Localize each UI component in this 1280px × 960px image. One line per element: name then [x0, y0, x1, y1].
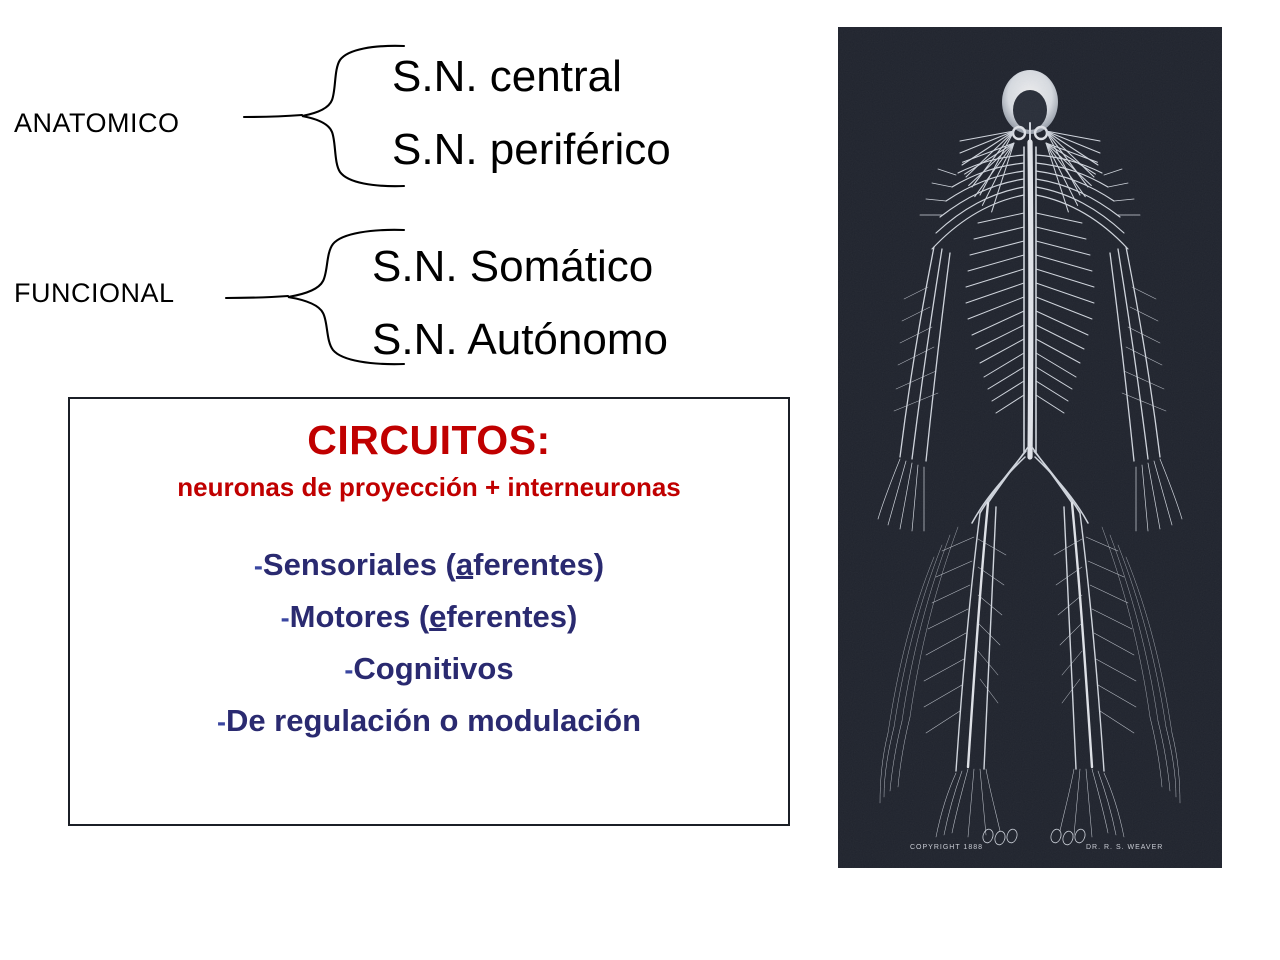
list-dash: -: [253, 551, 263, 582]
circuit-type-label: Cognitivos: [353, 651, 514, 687]
circuit-type-list: -Sensoriales (aferentes)-Motores (eferen…: [70, 549, 788, 736]
underlined-initial: a: [455, 547, 474, 583]
nervous-system-illustration: COPYRIGHT 1888 DR. R. S. WEAVER: [838, 27, 1222, 868]
branch-item-sn-somatico: S.N. Somático: [372, 242, 654, 291]
circuit-type-item: -De regulación o modulación: [70, 705, 788, 736]
nervous-system-dissection-image: COPYRIGHT 1888 DR. R. S. WEAVER: [838, 27, 1222, 868]
brace-funcional: [224, 224, 406, 372]
list-dash: -: [280, 603, 290, 634]
figure-caption-left: COPYRIGHT 1888: [910, 844, 983, 851]
branch-item-sn-periferico: S.N. periférico: [392, 125, 671, 174]
group-label-funcional: FUNCIONAL: [14, 278, 175, 308]
branch-item-sn-autonomo: S.N. Autónomo: [372, 315, 668, 364]
circuit-type-item: -Sensoriales (aferentes): [70, 549, 788, 580]
circuit-type-label-tail: ferentes): [473, 547, 605, 583]
circuit-type-label: De regulación o modulación: [225, 703, 642, 739]
circuit-type-label-tail: ferentes): [446, 599, 578, 635]
list-dash: -: [344, 655, 354, 686]
figure-caption-right: DR. R. S. WEAVER: [1086, 844, 1163, 851]
circuit-type-label: Sensoriales (: [262, 547, 456, 583]
group-label-anatomico: ANATOMICO: [14, 108, 180, 138]
circuit-type-label: Motores (: [289, 599, 430, 635]
circuit-type-item: -Motores (eferentes): [70, 601, 788, 632]
circuitos-subtitle: neuronas de proyección + interneuronas: [177, 472, 681, 503]
underlined-initial: e: [429, 599, 447, 635]
circuitos-title: CIRCUITOS:: [307, 417, 551, 463]
circuitos-box: CIRCUITOS: neuronas de proyección + inte…: [68, 397, 790, 826]
brace-anatomico: [242, 38, 406, 198]
list-dash: -: [216, 707, 226, 738]
circuit-type-item: -Cognitivos: [70, 653, 788, 684]
branch-item-sn-central: S.N. central: [392, 52, 622, 101]
